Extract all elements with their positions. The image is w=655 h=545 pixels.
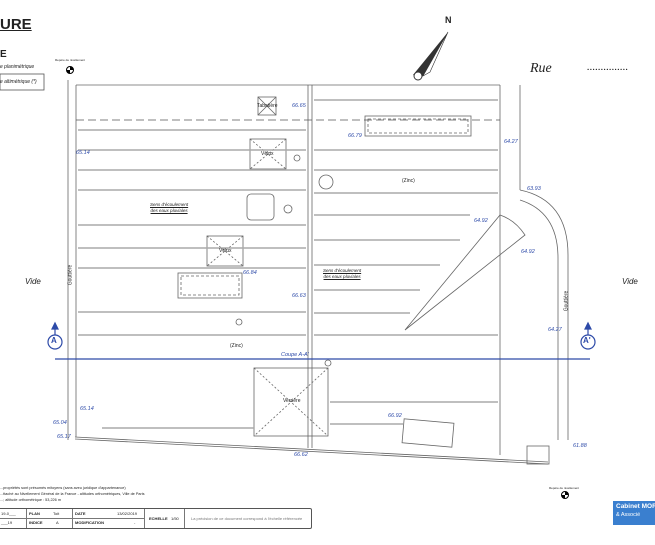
elevation: 66.79 bbox=[348, 133, 362, 139]
zinc-label: (Zinc) bbox=[402, 178, 415, 184]
north-arrow-icon bbox=[413, 31, 449, 81]
company-logo: Cabinet MOR& Associé bbox=[613, 501, 655, 525]
scale-label: ECHELLE bbox=[149, 516, 168, 521]
elevation: 66.92 bbox=[388, 413, 402, 419]
elevation: 65.17 bbox=[57, 434, 71, 440]
section-marker-icon bbox=[47, 321, 596, 350]
note-line: ...propriétés sont présumés mitoyens (sa… bbox=[0, 486, 126, 490]
drawing-title: URE bbox=[0, 16, 32, 33]
elevation: 66.65 bbox=[292, 103, 306, 109]
elevation: 64.27 bbox=[548, 327, 562, 333]
elevation: 64.92 bbox=[521, 249, 535, 255]
zinc-label: (Zinc) bbox=[230, 343, 243, 349]
velux-label: Vélux bbox=[219, 248, 232, 254]
section-marker-a-prime: A' bbox=[583, 336, 591, 345]
elevation: 65.14 bbox=[76, 150, 90, 156]
side-left: Vide bbox=[25, 277, 41, 286]
north-label: N bbox=[445, 15, 452, 25]
benchmark-label: Repère de nivellement bbox=[55, 58, 86, 62]
scale-value: 1/50 bbox=[171, 516, 179, 521]
title-block: 19-0___ ___19 PLAN Toit INDICE A DATE 13… bbox=[0, 508, 312, 529]
legend-planimetric: e planimétrique bbox=[0, 64, 35, 70]
note-line: ...; altitude orthométrique : 53,226 m bbox=[0, 498, 61, 502]
reference: ___19 bbox=[1, 520, 13, 525]
date-label: DATE bbox=[75, 511, 86, 516]
benchmark-icon bbox=[561, 491, 569, 499]
elevation: 65.04 bbox=[53, 420, 67, 426]
elevation: 61.88 bbox=[573, 443, 587, 449]
indice-label: INDICE bbox=[29, 520, 43, 525]
modification-value: - bbox=[134, 520, 136, 525]
indice-value: A bbox=[56, 520, 59, 525]
precision-note: La précision de ce document correspond à… bbox=[191, 516, 303, 521]
section-line-label: Coupe A-A' bbox=[281, 352, 309, 358]
reference: 19-0___ bbox=[1, 511, 16, 516]
benchmark-icon bbox=[66, 66, 74, 74]
benchmark-label: Repère de nivellement bbox=[549, 486, 580, 490]
section-marker-a: A bbox=[51, 336, 57, 345]
verriere-label: Verrière bbox=[283, 398, 301, 404]
legend-altimetric: e altimétrique (*) bbox=[0, 79, 37, 85]
elevation: 63.93 bbox=[527, 186, 541, 192]
tabatiere-label: Tabatière bbox=[257, 103, 278, 109]
plan-value: Toit bbox=[53, 511, 60, 516]
gutter-left: Gouttière bbox=[67, 264, 74, 286]
street-name: ............... bbox=[587, 61, 629, 73]
elevation: 64.27 bbox=[504, 139, 518, 145]
elevation: 66.84 bbox=[243, 270, 257, 276]
elevation: 65.14 bbox=[80, 406, 94, 412]
elevation: 64.92 bbox=[474, 218, 488, 224]
side-right: Vide bbox=[622, 277, 638, 286]
date-value: 13/02/2019 bbox=[117, 511, 138, 516]
note-line: ...ttaché au Nivellement Général de la F… bbox=[0, 492, 145, 496]
drawing-subtitle: E bbox=[0, 49, 7, 60]
elevation: 66.62 bbox=[294, 452, 308, 458]
plan-label: PLAN bbox=[29, 511, 40, 516]
velux-label: Vélux bbox=[261, 151, 274, 157]
elevation: 66.63 bbox=[292, 293, 306, 299]
modification-label: MODIFICATION bbox=[75, 520, 105, 525]
street-label: Rue bbox=[530, 61, 552, 76]
gutter-right: Gouttière bbox=[563, 290, 570, 312]
